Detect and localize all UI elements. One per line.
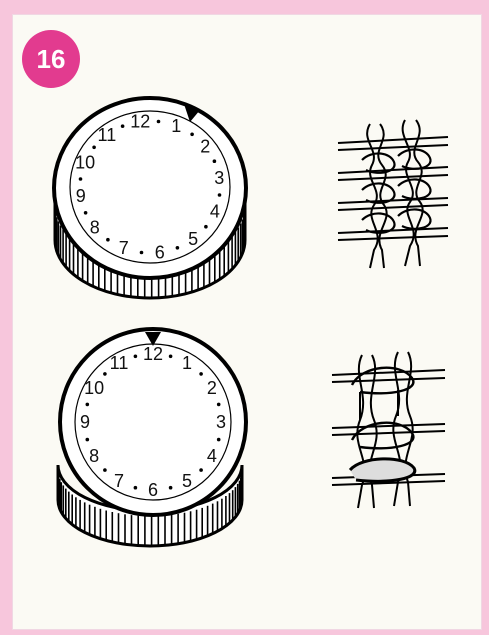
dial-top-number-6: 6 — [155, 242, 165, 262]
dial-bottom-number-6: 6 — [148, 480, 158, 500]
dial-bottom-number-1: 1 — [182, 353, 192, 373]
dial-top-number-4: 4 — [210, 202, 220, 222]
dial-bottom-tick-dot — [103, 372, 107, 376]
tight-stitch-pattern — [338, 120, 448, 268]
dial-top-tick-dot — [157, 120, 161, 124]
dial-bottom-tick-dot — [199, 372, 203, 376]
loose-stitch-pattern — [332, 352, 445, 508]
dial-top-number-3: 3 — [214, 168, 224, 188]
dial-top-number-8: 8 — [90, 218, 100, 238]
dial-top-number-1: 1 — [171, 116, 181, 136]
dial-bottom-number-12: 12 — [143, 344, 163, 364]
dial-top-number-2: 2 — [200, 136, 210, 156]
dial-bottom-number-8: 8 — [89, 446, 99, 466]
dial-top-number-7: 7 — [119, 238, 129, 258]
dial-top-number-11: 11 — [98, 125, 117, 145]
dial-bottom-tick-dot — [86, 438, 90, 442]
dial-bottom-number-10: 10 — [84, 378, 104, 398]
dial-bottom-number-9: 9 — [80, 412, 90, 432]
dial-bottom-tick-dot — [217, 438, 221, 442]
dial-top-number-10: 10 — [75, 152, 95, 172]
dial-bottom-tick-dot — [217, 403, 221, 407]
dial-bottom-number-5: 5 — [182, 471, 192, 491]
dial-bottom-tick-dot — [169, 486, 173, 490]
dial-bottom-number-4: 4 — [207, 446, 217, 466]
dial-bottom-tick-dot — [134, 355, 138, 359]
dial-top-tick-dot — [106, 238, 110, 242]
dial-bottom-tick-dot — [169, 355, 173, 359]
dial-top-tick-dot — [84, 211, 88, 215]
dial-top-tick-dot — [218, 193, 222, 197]
dial-bottom-number-11: 11 — [110, 353, 129, 373]
dial-top-tick-dot — [140, 251, 144, 255]
dial-top-number-12: 12 — [130, 112, 150, 132]
dial-top-number-9: 9 — [76, 186, 86, 206]
dial-top-tick-dot — [176, 246, 180, 250]
dial-bottom-number-2: 2 — [207, 378, 217, 398]
dial-top-tick-dot — [213, 159, 217, 163]
dial-bottom-tick-dot — [103, 468, 107, 472]
dial-bottom-tick-dot — [86, 403, 90, 407]
dial-bottom-tick-dot — [134, 486, 138, 490]
dial-top-tick-dot — [190, 133, 194, 137]
dial-top-tick-dot — [121, 124, 125, 128]
dial-top-tick-dot — [92, 146, 96, 150]
dial-bottom-tick-dot — [199, 468, 203, 472]
dial-top-tick-dot — [79, 177, 83, 181]
dial-bottom-number-7: 7 — [114, 471, 124, 491]
dial-top-number-5: 5 — [188, 229, 198, 249]
dial-top-tick-dot — [204, 225, 208, 229]
dial-bottom-number-3: 3 — [216, 412, 226, 432]
stitch-dial-bottom: 12 12 3 45 6 78 9 10 11 — [58, 329, 246, 546]
